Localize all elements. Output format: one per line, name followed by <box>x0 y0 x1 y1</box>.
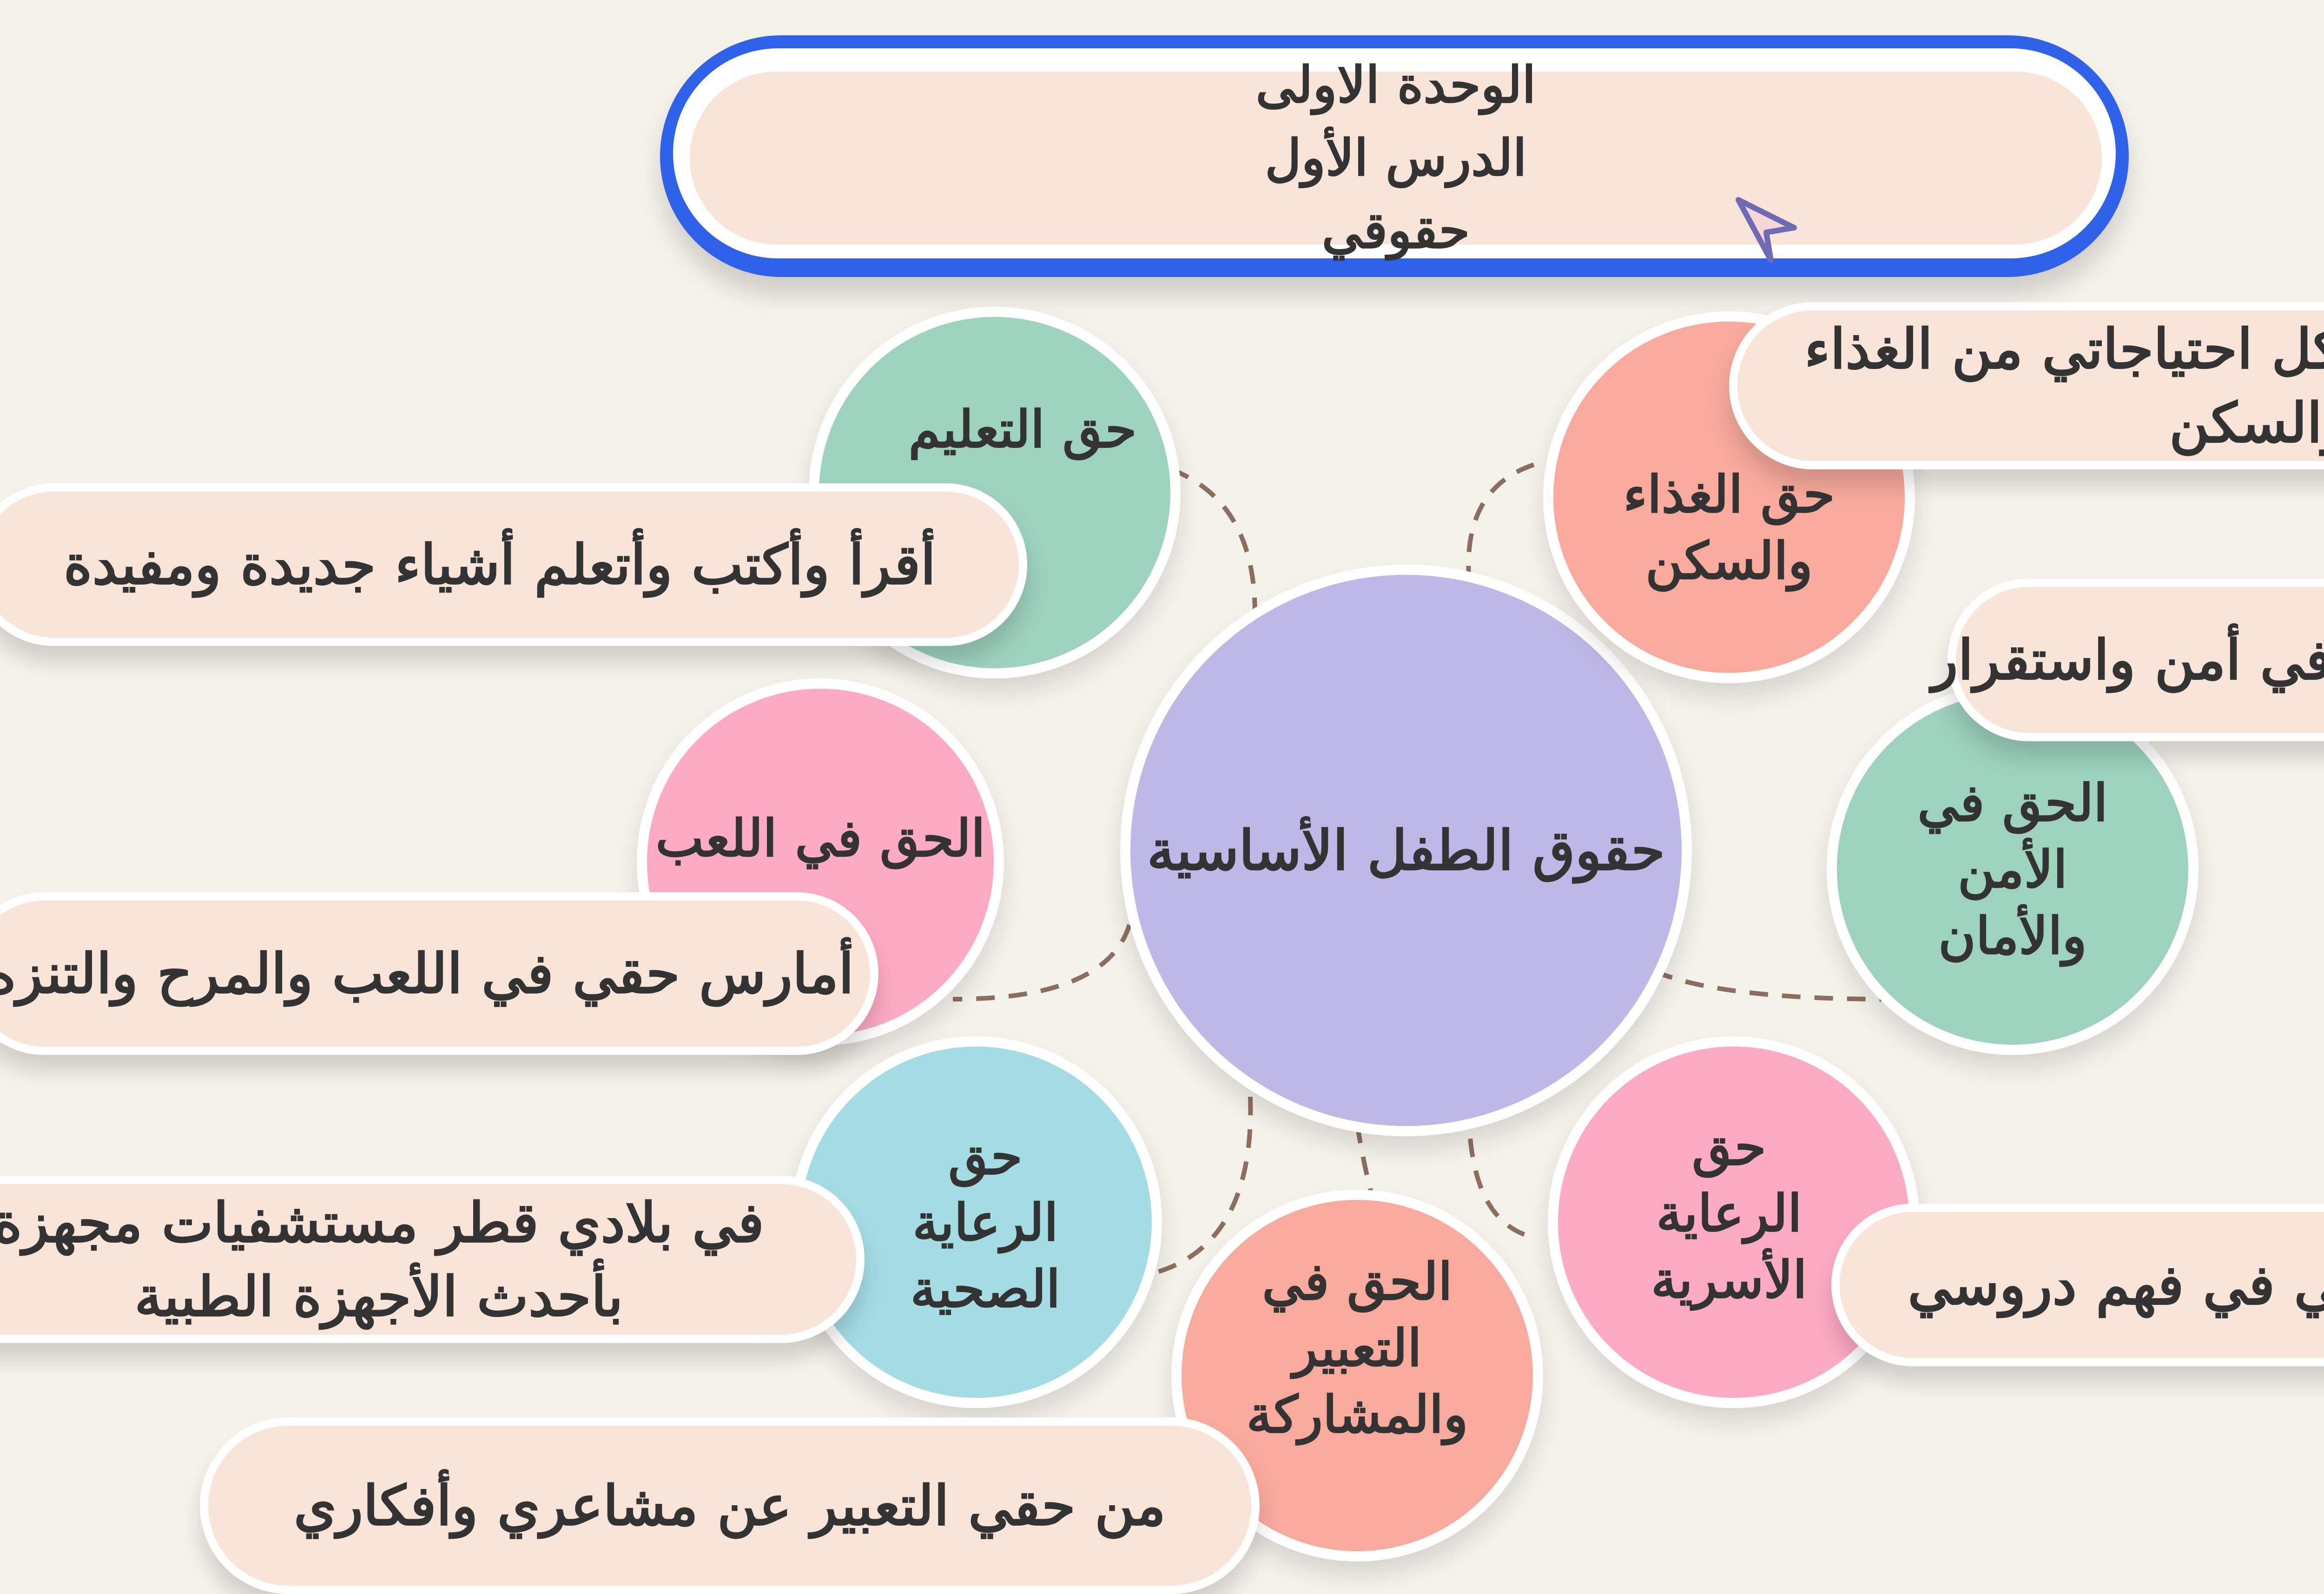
pill-health-care: في بلادي قطر مستشفيات مجهزة بأحدث الأجهز… <box>0 1176 865 1343</box>
node-security-label: الحق في الأمن والأمان <box>1917 772 2108 966</box>
pill-play-text: أمارس حقي في اللعب والمرح والتنزه <box>0 941 854 1006</box>
node-food-housing-label: حق الغذاء والسكن <box>1623 464 1835 591</box>
pill-education: أقرأ وأكتب وأتعلم أشياء جديدة ومفيدة <box>0 483 1027 646</box>
pill-security-text: أعيش في بلادي قطر في أمن واستقرار <box>1931 627 2324 692</box>
lesson-title-box: الوحدة الاولى الدرس الأول حقوقي <box>660 35 2129 277</box>
pill-health-care-text: في بلادي قطر مستشفيات مجهزة بأحدث الأجهز… <box>0 1190 764 1329</box>
unit-label: الوحدة الاولى <box>1255 56 1536 115</box>
pill-expression-text: من حقي التعبير عن مشاعري وأفكاري <box>293 1473 1166 1538</box>
node-education-label: حق التعليم <box>908 399 1137 459</box>
node-expression-label: الحق في التعبير والمشاركة <box>1246 1251 1468 1444</box>
center-node: حقوق الطفل الأساسية <box>1120 565 1692 1136</box>
pill-education-text: أقرأ وأكتب وأتعلم أشياء جديدة ومفيدة <box>63 532 936 597</box>
node-play-label: الحق في اللعب <box>655 808 985 868</box>
topic-label: حقوقي <box>1321 201 1470 260</box>
pill-family-care-text: أمي ترعاني وتساعدني في فهم دروسي <box>1908 1252 2324 1317</box>
pill-food-housing: توفر بلادي قطر كل احتياجاتي من الغذاء وا… <box>1729 302 2324 469</box>
pill-security: أعيش في بلادي قطر في أمن واستقرار <box>1932 579 2324 741</box>
arrow-cursor-icon <box>1736 197 1797 263</box>
pill-food-housing-text: توفر بلادي قطر كل احتياجاتي من الغذاء وا… <box>1804 316 2324 455</box>
pill-play: أمارس حقي في اللعب والمرح والتنزه <box>0 892 878 1055</box>
node-family-care-label: حق الرعاية الأسرية <box>1651 1116 1807 1310</box>
node-family-care[interactable]: حق الرعاية الأسرية <box>1548 1036 1920 1408</box>
node-health-care-label: حق الرعاية الصحية <box>910 1126 1061 1319</box>
lesson-label: الدرس الأول <box>1265 128 1527 187</box>
center-label: حقوق الطفل الأساسية <box>1147 818 1665 883</box>
pill-family-care: أمي ترعاني وتساعدني في فهم دروسي <box>1831 1204 2324 1366</box>
pill-expression: من حقي التعبير عن مشاعري وأفكاري <box>200 1417 1260 1594</box>
